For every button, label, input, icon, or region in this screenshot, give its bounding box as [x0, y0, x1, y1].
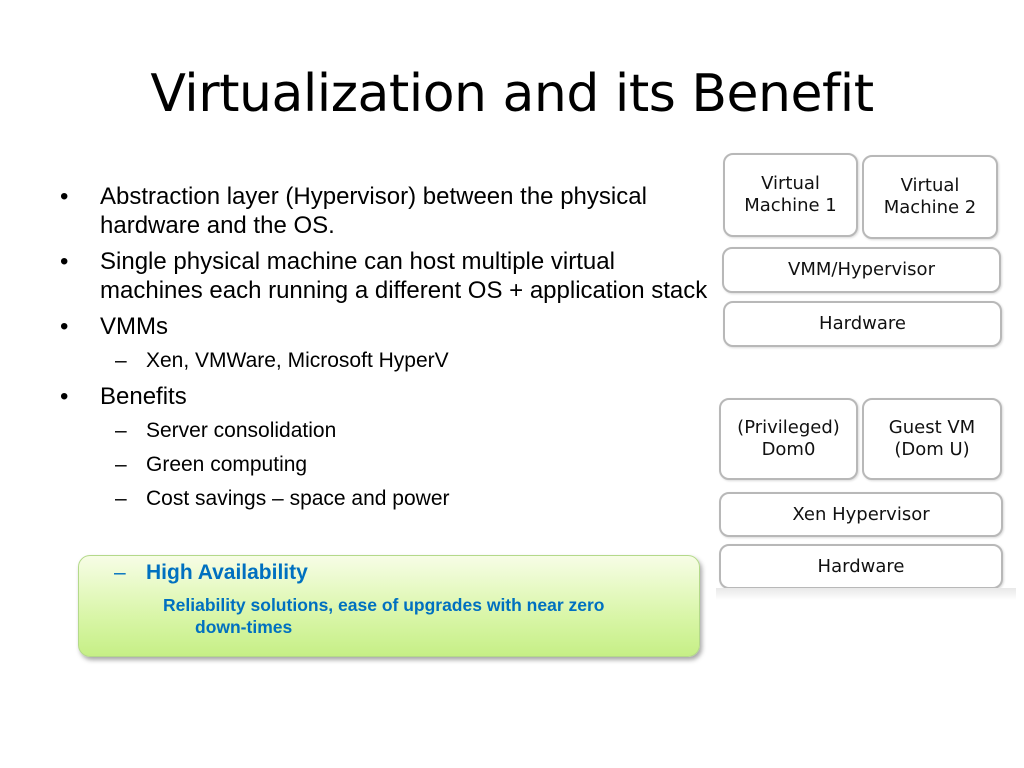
dash-icon: – [114, 561, 126, 584]
bullet-text: Single physical machine can host multipl… [100, 248, 708, 304]
highlight-item: –High Availability [114, 560, 308, 586]
hardware-box-top: Hardware [723, 301, 1002, 347]
bullet-item: • Single physical machine can host multi… [60, 247, 720, 305]
slide-title: Virtualization and its Benefit [150, 64, 874, 124]
hardware-label-top: Hardware [819, 313, 906, 334]
sub-bullet-text: Server consolidation [146, 419, 337, 442]
guest-vm-label-1: Guest VM [888, 417, 976, 438]
diagram-shadow [716, 588, 1016, 600]
highlight-item-text: High Availability [146, 561, 308, 584]
vm1-label-2: Machine 1 [744, 195, 837, 216]
vm2-label-2: Machine 2 [883, 197, 977, 218]
bullet-text: Benefits [100, 383, 187, 410]
dash-icon: – [115, 487, 127, 510]
vmm-hypervisor-label: VMM/Hypervisor [788, 259, 935, 280]
xen-hypervisor-box: Xen Hypervisor [719, 492, 1003, 537]
sub-bullet-text: Xen, VMWare, Microsoft HyperV [146, 349, 449, 372]
guest-vm-label-2: (Dom U) [894, 439, 970, 460]
sub-bullet-item: – Cost savings – space and power [60, 486, 720, 512]
bullet-icon: • [60, 248, 69, 275]
bullet-icon: • [60, 383, 69, 410]
vm2-label-1: Virtual [900, 175, 960, 196]
sub-bullet-text: Green computing [146, 453, 308, 476]
sub-bullet-item: – Xen, VMWare, Microsoft HyperV [60, 348, 720, 374]
vm1-label-1: Virtual [761, 173, 820, 194]
sub-bullet-item: – Green computing [60, 452, 720, 478]
guest-vm-box: Guest VM(Dom U) [862, 398, 1002, 480]
dom0-label-1: (Privileged) [737, 417, 840, 438]
hardware-label-bottom: Hardware [817, 555, 905, 577]
xen-hypervisor-label: Xen Hypervisor [792, 503, 930, 525]
bullet-list: • Abstraction layer (Hypervisor) between… [60, 182, 720, 522]
bullet-icon: • [60, 313, 69, 340]
dash-icon: – [115, 453, 127, 476]
highlight-subtext-line1: Reliability solutions, ease of upgrades … [163, 595, 605, 615]
bullet-item: • Benefits [60, 382, 720, 411]
highlight-callout [78, 555, 700, 657]
bullet-text: Abstraction layer (Hypervisor) between t… [100, 183, 647, 239]
dom0-label-2: Dom0 [761, 439, 816, 460]
bullet-item: • Abstraction layer (Hypervisor) between… [60, 182, 720, 240]
sub-bullet-text: Cost savings – space and power [146, 487, 450, 510]
hardware-box-bottom: Hardware [719, 544, 1003, 589]
highlight-subtext-line2: down-times [195, 617, 293, 637]
bullet-text: VMMs [100, 313, 168, 340]
bullet-icon: • [60, 183, 69, 210]
highlight-subtext: Reliability solutions, ease of upgrades … [163, 594, 703, 638]
dash-icon: – [115, 419, 127, 442]
vmm-hypervisor-box: VMM/Hypervisor [722, 247, 1001, 293]
sub-bullet-item: – Server consolidation [60, 418, 720, 444]
dom0-box: (Privileged)Dom0 [719, 398, 858, 480]
dash-icon: – [115, 349, 127, 372]
bullet-item: • VMMs [60, 312, 720, 341]
